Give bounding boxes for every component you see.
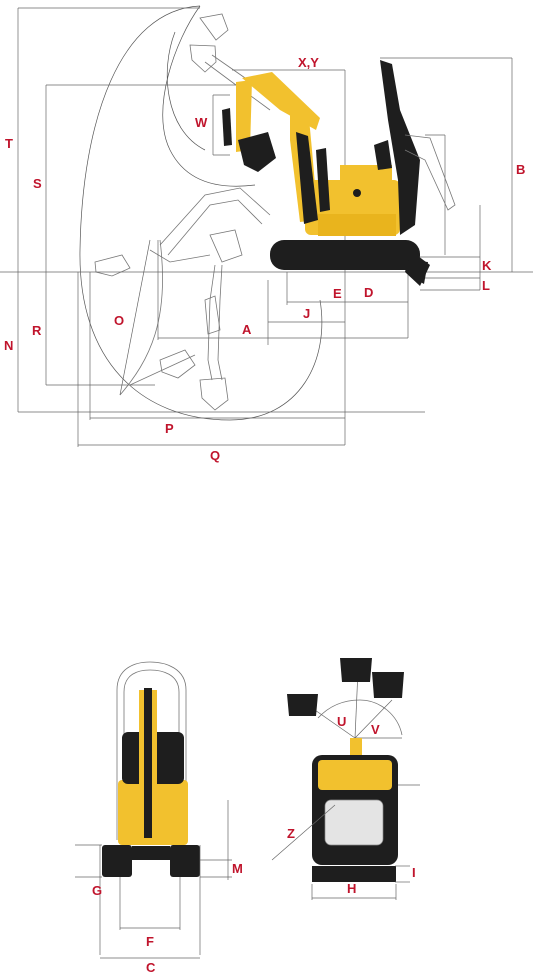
label-k: K: [482, 258, 492, 273]
excavator-side-view: [222, 60, 456, 286]
ghost-arm-positions: [94, 13, 273, 411]
label-q: Q: [210, 448, 220, 463]
label-xy: X,Y: [298, 55, 319, 70]
label-n: N: [4, 338, 13, 353]
label-d: D: [364, 285, 373, 300]
label-t: T: [5, 136, 13, 151]
label-u: U: [337, 714, 346, 729]
label-m: M: [232, 861, 243, 876]
label-z: Z: [287, 826, 295, 841]
label-s: S: [33, 176, 42, 191]
label-p: P: [165, 421, 174, 436]
label-i: I: [412, 865, 416, 880]
label-l: L: [482, 278, 490, 293]
excavator-front-view: [102, 661, 200, 877]
label-j: J: [303, 306, 310, 321]
label-o: O: [114, 313, 124, 328]
label-r: R: [32, 323, 42, 338]
excavator-top-view: [271, 658, 420, 900]
label-b: B: [516, 162, 525, 177]
working-range-envelope: [79, 5, 323, 421]
label-w: W: [195, 115, 208, 130]
label-g: G: [92, 883, 102, 898]
label-v: V: [371, 722, 380, 737]
label-h: H: [347, 881, 356, 896]
label-f: F: [146, 934, 154, 949]
label-e: E: [333, 286, 342, 301]
label-a: A: [242, 322, 252, 337]
front-dimension-lines: [75, 800, 232, 959]
dimension-labels: T S R N O W X,Y B K L D E J A P Q U V Z …: [4, 55, 525, 975]
label-c: C: [146, 960, 156, 975]
